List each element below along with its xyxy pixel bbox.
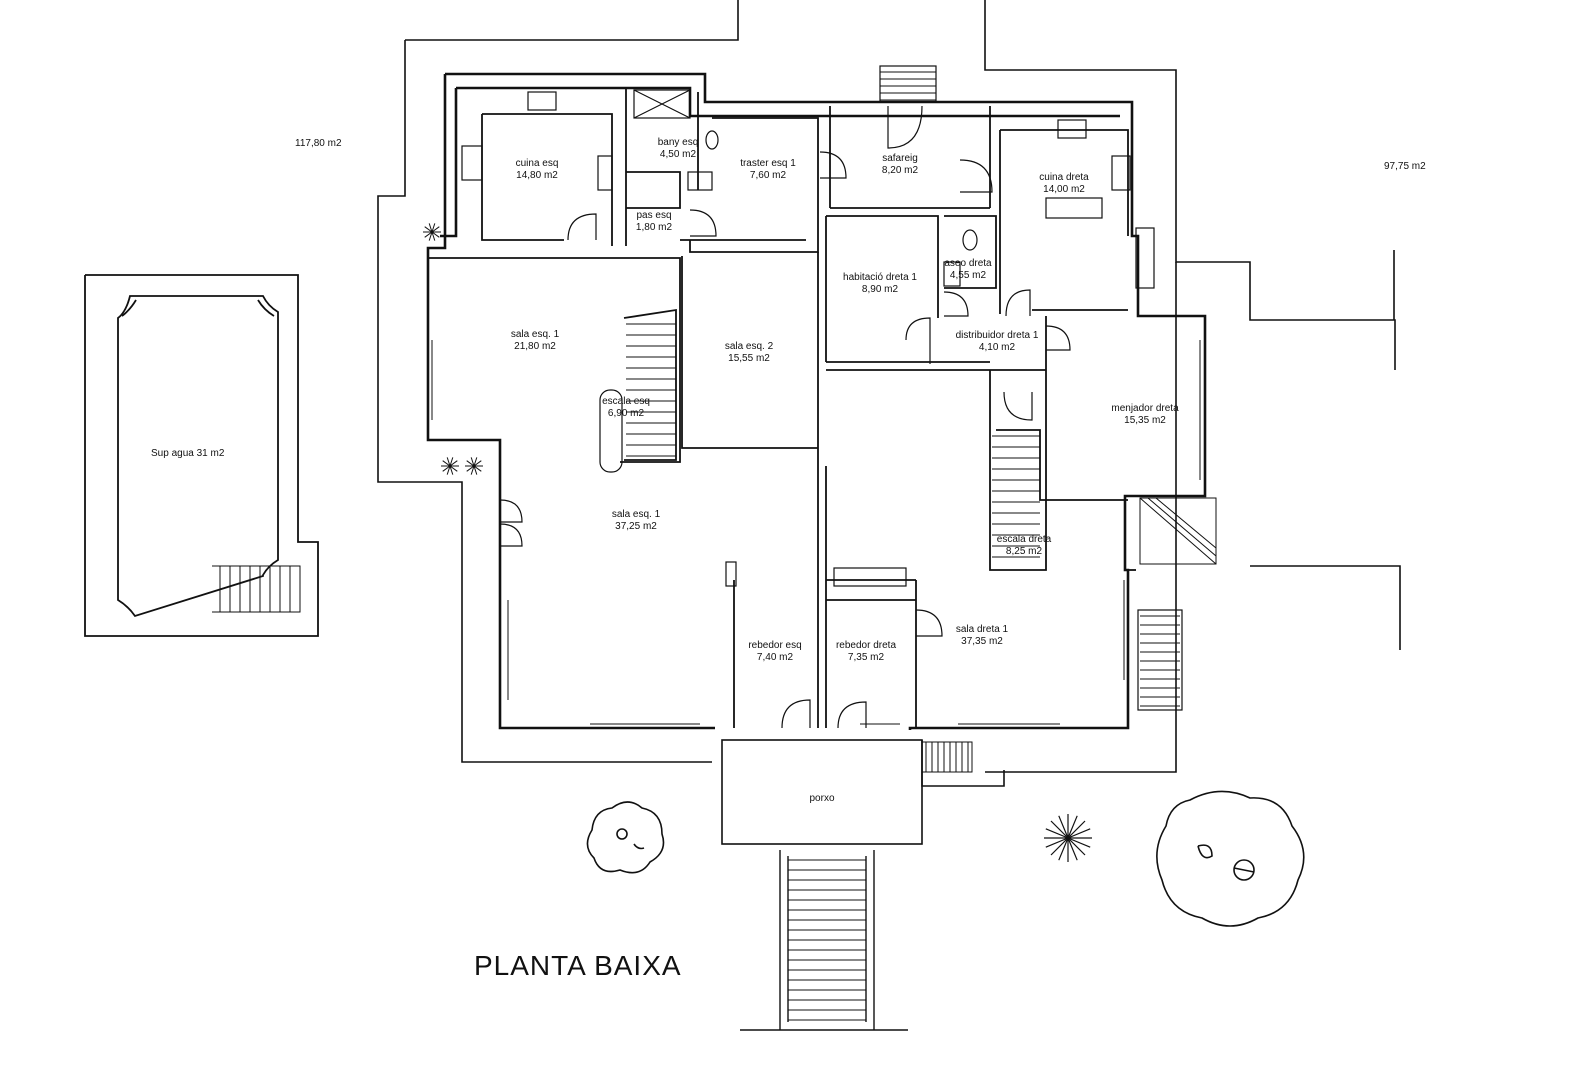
plant-stroke [473, 460, 482, 467]
plant-stroke [466, 460, 475, 467]
hatched-block [1139, 497, 1217, 565]
plant-stroke [1058, 815, 1069, 839]
pool [84, 274, 319, 637]
stair-dreta-treads [992, 435, 1040, 558]
plant-stroke [424, 231, 433, 238]
plot-area-left: 117,80 m2 [295, 138, 342, 149]
plant-stroke [442, 460, 451, 467]
plant-stroke [470, 457, 475, 467]
interior-walls [428, 88, 1136, 728]
plant-stroke [446, 465, 451, 475]
plant-stroke [431, 226, 440, 233]
room-label-porxo: porxo [809, 793, 835, 804]
plant-stroke [446, 457, 451, 467]
plant-stroke [1045, 837, 1069, 848]
plant-stroke [473, 465, 482, 472]
fixtures [461, 89, 1131, 587]
plant-stroke [1067, 837, 1086, 856]
pool-stair-treads [212, 565, 301, 613]
plot-boundary-walls [377, 0, 1401, 773]
plant-stroke [442, 465, 451, 472]
plant-stroke [473, 457, 478, 467]
right-exterior-stair [1135, 227, 1183, 711]
window-marks [431, 340, 1201, 725]
plant-stroke [449, 460, 458, 467]
plant-stroke [428, 231, 433, 241]
porch-side-stair [921, 741, 973, 773]
porch-side-treads [925, 742, 969, 772]
plant-stroke [449, 465, 454, 475]
front-stair-treads [788, 859, 866, 1021]
right-stair-treads [1140, 615, 1180, 707]
plant-stroke [466, 465, 475, 472]
plant-stroke [449, 457, 454, 467]
plant-stroke [1067, 815, 1078, 839]
plant-stroke [1058, 837, 1069, 861]
door-swings [499, 105, 1071, 729]
plant-stroke [1050, 837, 1069, 856]
plant-stroke [473, 465, 478, 475]
pool-label: Sup agua 31 m2 [151, 448, 225, 459]
plant-stroke [449, 465, 458, 472]
plant-stroke [431, 223, 436, 233]
plant-stroke [1045, 828, 1069, 839]
back-stair-treads [880, 71, 936, 101]
drawing-title: PLANTA BAIXA [474, 950, 682, 981]
plant-stroke [470, 465, 475, 475]
plot-area-right: 97,75 m2 [1384, 161, 1426, 172]
plant-stroke [431, 231, 440, 238]
tree-right [1156, 790, 1305, 927]
plant-stroke [1067, 837, 1078, 861]
plant-stroke [1067, 837, 1091, 848]
plant-stroke [424, 226, 433, 233]
front-stair [779, 850, 875, 1030]
back-stair [879, 65, 937, 103]
planter-plants [423, 223, 483, 475]
plant-stroke [1050, 820, 1069, 839]
stair-esq-treads [626, 323, 676, 457]
plant-stroke [1067, 828, 1091, 839]
plant-stroke [1067, 820, 1086, 839]
plant-stroke [428, 223, 433, 233]
tree-left [586, 801, 665, 874]
star-shrub [1044, 814, 1092, 862]
plant-stroke [431, 231, 436, 241]
